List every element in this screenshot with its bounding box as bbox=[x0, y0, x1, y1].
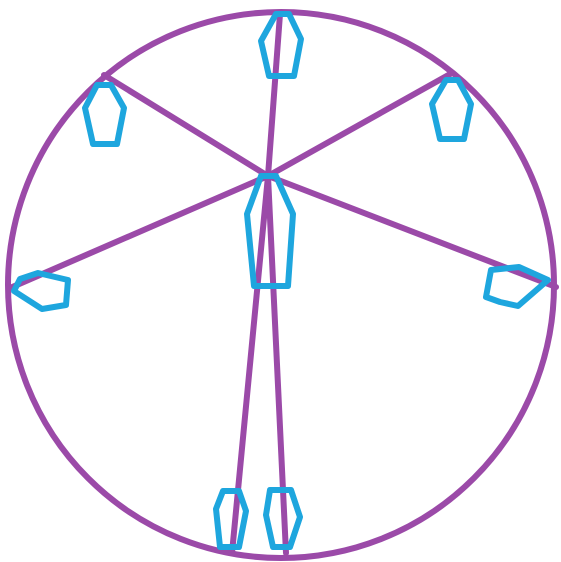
ferris-wheel-drawing bbox=[0, 0, 561, 562]
